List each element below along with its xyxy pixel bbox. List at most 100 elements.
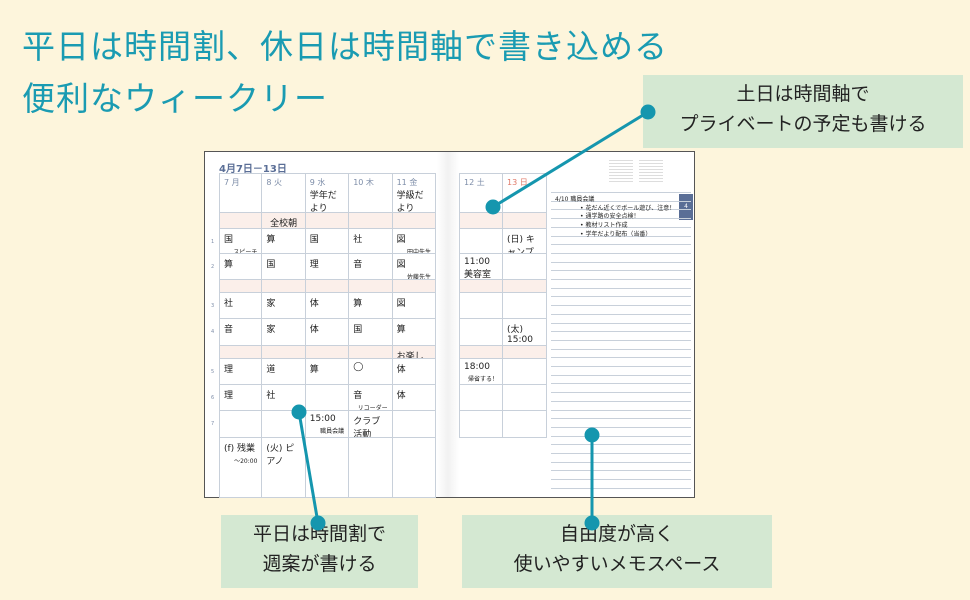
schedule-cell[interactable] [503,411,547,438]
schedule-cell[interactable]: 国 [305,229,350,254]
memo-rule [551,374,691,376]
cell-text: 音 [224,325,234,335]
schedule-cell[interactable] [262,346,306,359]
schedule-cell[interactable] [349,346,393,359]
schedule-cell[interactable]: 道 [262,359,306,385]
schedule-cell[interactable]: 体 [392,385,436,411]
schedule-cell[interactable] [503,280,547,293]
schedule-cell[interactable] [503,293,547,319]
schedule-cell[interactable] [459,293,503,319]
schedule-cell[interactable] [392,438,436,498]
schedule-cell[interactable]: 算 [392,319,436,346]
schedule-cell[interactable] [305,346,350,359]
schedule-cell[interactable]: 図佐藤先生 [392,254,436,280]
schedule-cell[interactable]: 家 [262,293,306,319]
day-column-header[interactable]: 11 金学級だより [392,173,436,213]
callout-text: 使いやすいメモスペース [513,553,721,575]
schedule-cell[interactable] [459,229,503,254]
schedule-cell[interactable]: 音 [349,254,393,280]
schedule-cell[interactable]: 算 [349,293,393,319]
schedule-cell[interactable] [503,346,547,359]
schedule-cell[interactable]: 全校朝会 [262,213,306,229]
memo-rule [551,209,691,211]
schedule-cell[interactable] [392,213,436,229]
schedule-cell[interactable]: (日) キャンプ9:00集合 [503,229,547,254]
leader-dot [291,404,307,420]
day-column-header[interactable]: 7 月 [219,173,263,213]
schedule-cell[interactable] [459,319,503,346]
schedule-cell[interactable] [219,346,263,359]
schedule-cell[interactable] [503,359,547,385]
schedule-cell[interactable] [349,280,393,293]
schedule-cell[interactable]: 図田中先生 [392,229,436,254]
schedule-cell[interactable]: (f) 残業～20:00 [219,438,263,498]
schedule-cell[interactable] [262,411,306,438]
schedule-cell[interactable]: 算 [219,254,263,280]
schedule-cell[interactable] [349,438,393,498]
schedule-cell[interactable] [459,346,503,359]
schedule-cell[interactable]: 国 [262,254,306,280]
schedule-cell[interactable]: 社 [219,293,263,319]
schedule-cell[interactable]: 理 [219,359,263,385]
schedule-cell[interactable] [219,280,263,293]
schedule-cell[interactable]: 音 [219,319,263,346]
schedule-cell[interactable] [459,411,503,438]
schedule-cell[interactable]: 11:00 美容室 [459,254,503,280]
day-column-header[interactable]: 8 火 [262,173,306,213]
cell-text: 算 [353,299,363,309]
schedule-cell[interactable]: 算 [305,359,350,385]
memo-entry[interactable]: • 教材リスト作成 [580,222,628,230]
day-column-header[interactable]: 13 日 [503,173,547,213]
day-column-header[interactable]: 10 木 [349,173,393,213]
schedule-cell[interactable]: 体 [305,319,350,346]
schedule-cell[interactable]: 体 [392,359,436,385]
schedule-cell[interactable]: 社 [262,385,306,411]
cell-subtext: ～20:00 [234,458,258,465]
schedule-cell[interactable]: (火) ピアノ [262,438,306,498]
memo-rule [551,313,691,315]
schedule-cell[interactable] [219,411,263,438]
schedule-cell[interactable]: ◯ [349,359,393,385]
schedule-cell[interactable]: 家 [262,319,306,346]
schedule-cell[interactable] [392,411,436,438]
schedule-cell[interactable] [305,438,350,498]
schedule-cell[interactable]: クラブ活動 [349,411,393,438]
schedule-cell[interactable]: 社 [349,229,393,254]
schedule-cell[interactable] [349,213,393,229]
schedule-cell[interactable]: 国スピーチ [219,229,263,254]
schedule-cell[interactable]: (太) 15:00サッカー [503,319,547,346]
schedule-cell[interactable] [459,280,503,293]
memo-entry[interactable]: • 通学路の安全点検！ [580,213,640,221]
schedule-cell[interactable] [392,280,436,293]
day-date: 9 水 [309,178,326,187]
schedule-cell[interactable]: 理 [219,385,263,411]
schedule-cell[interactable]: 図 [392,293,436,319]
day-column-header[interactable]: 9 水学年だより [305,173,350,213]
memo-entry[interactable]: 4/10 職員会議 [555,196,595,203]
schedule-cell[interactable]: 音リコーダーテスト [349,385,393,411]
schedule-cell[interactable] [459,385,503,411]
cell-text: 学級だより [396,191,424,213]
day-column-header[interactable]: 12 土 [459,173,503,213]
schedule-cell[interactable] [503,213,547,229]
cell-text: (日) キャンプ [507,235,535,254]
schedule-cell[interactable] [305,280,350,293]
cell-subtext: 職員会議 [320,428,345,435]
schedule-cell[interactable]: 理 [305,254,350,280]
schedule-cell[interactable] [305,385,350,411]
schedule-cell[interactable] [305,213,350,229]
schedule-cell[interactable] [262,280,306,293]
schedule-cell[interactable]: 国 [349,319,393,346]
schedule-cell[interactable] [503,254,547,280]
schedule-cell[interactable]: 算 [262,229,306,254]
schedule-cell[interactable]: 体 [305,293,350,319]
schedule-cell[interactable]: お楽しみ給食 [392,346,436,359]
memo-entry[interactable]: • 学年だより配布（当番） [580,230,652,238]
schedule-cell[interactable] [219,213,263,229]
schedule-cell[interactable] [459,213,503,229]
schedule-cell[interactable] [503,385,547,411]
month-tab[interactable]: 4 [679,194,693,220]
memo-entry[interactable]: • 花だん近くでボール遊び、注意！ [580,204,676,212]
